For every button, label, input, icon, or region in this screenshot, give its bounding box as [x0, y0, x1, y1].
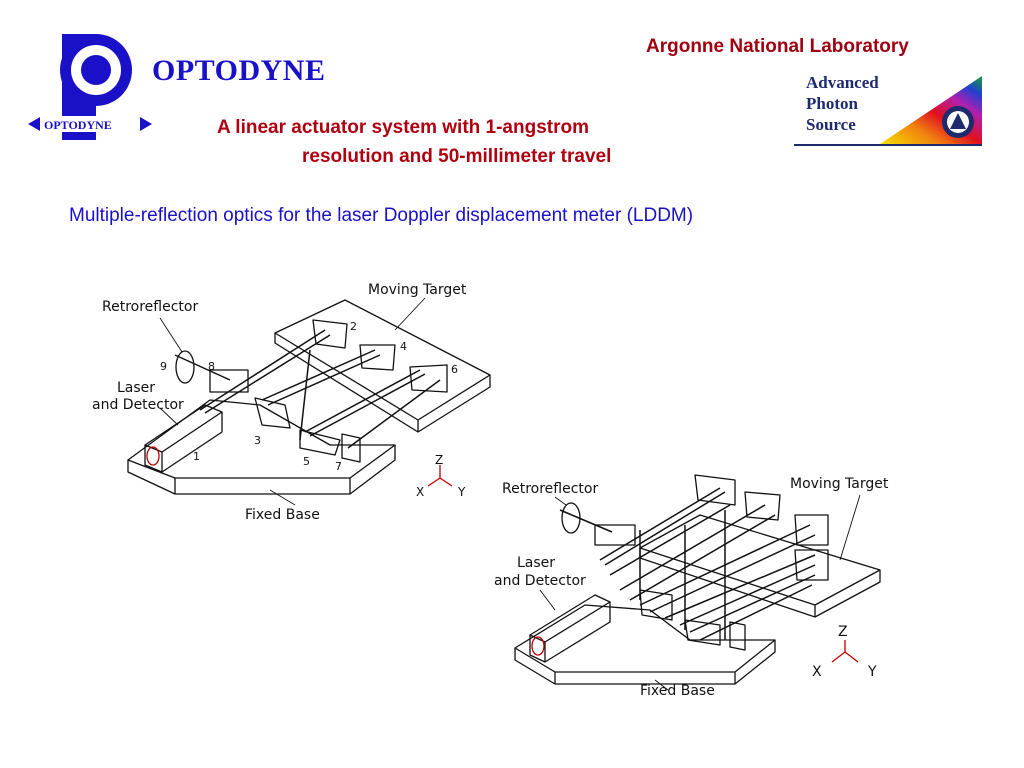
d2-label-fixed-base: Fixed Base [640, 683, 715, 699]
optodyne-logo-icon [28, 34, 152, 140]
d1-beams [174, 329, 441, 449]
d1-num-8: 8 [208, 360, 215, 373]
d2-label-moving-target: Moving Target [790, 476, 889, 492]
d1-axis-z: Z [435, 453, 444, 467]
d1-laser-shape [144, 404, 223, 473]
d2-moving-target-shape [639, 514, 881, 618]
d1-label-laser: Laser [117, 380, 156, 396]
logo-badge-text: OPTODYNE [44, 118, 112, 132]
d1-axis-y: Y [458, 485, 466, 499]
d1-num-1: 1 [193, 450, 200, 463]
d1-num-6: 6 [451, 363, 458, 376]
d2-fixed-base-shape [514, 604, 776, 685]
aps-line-photon: Photon [806, 94, 858, 113]
d1-label-detector: and Detector [92, 397, 184, 413]
aps-text: Advanced Photon Source [806, 72, 879, 135]
d1-num-4: 4 [400, 340, 407, 353]
d2-laser-shape [529, 594, 611, 663]
d1-label-moving-target: Moving Target [368, 282, 467, 298]
d1-num-3: 3 [254, 434, 261, 447]
lab-name: Argonne National Laboratory [646, 36, 909, 57]
title-line-2: resolution and 50-millimeter travel [302, 146, 612, 167]
d2-label-laser: Laser [517, 555, 556, 571]
d1-retro-shape [175, 350, 195, 384]
d2-axis-y: Y [868, 664, 877, 680]
d1-num-7: 7 [335, 460, 342, 473]
d1-label-retroreflector: Retroreflector [102, 299, 199, 315]
d2-beams [559, 487, 816, 641]
d1-label-fixed-base: Fixed Base [245, 507, 320, 523]
d1-axes [427, 465, 453, 487]
d2-prism-top [594, 524, 636, 546]
d2-label-detector: and Detector [494, 573, 586, 589]
d1-fixed-base-shape [127, 399, 396, 495]
d2-axes [831, 640, 859, 663]
d1-num-5: 5 [303, 455, 310, 468]
aps-logo-icon [794, 76, 982, 146]
d1-num-2: 2 [350, 320, 357, 333]
aps-line-advanced: Advanced [806, 73, 879, 92]
aps-line-source: Source [806, 115, 856, 134]
title-line-1: A linear actuator system with 1-angstrom [217, 117, 590, 138]
d2-axis-z: Z [838, 624, 848, 640]
d1-num-9: 9 [160, 360, 167, 373]
d2-axis-x: X [812, 664, 822, 680]
d1-axis-x: X [416, 485, 425, 499]
brand-name: OPTODYNE [152, 54, 326, 87]
subtitle: Multiple-reflection optics for the laser… [69, 205, 694, 226]
d2-label-retroreflector: Retroreflector [502, 481, 599, 497]
d1-moving-target-shape [274, 299, 491, 433]
